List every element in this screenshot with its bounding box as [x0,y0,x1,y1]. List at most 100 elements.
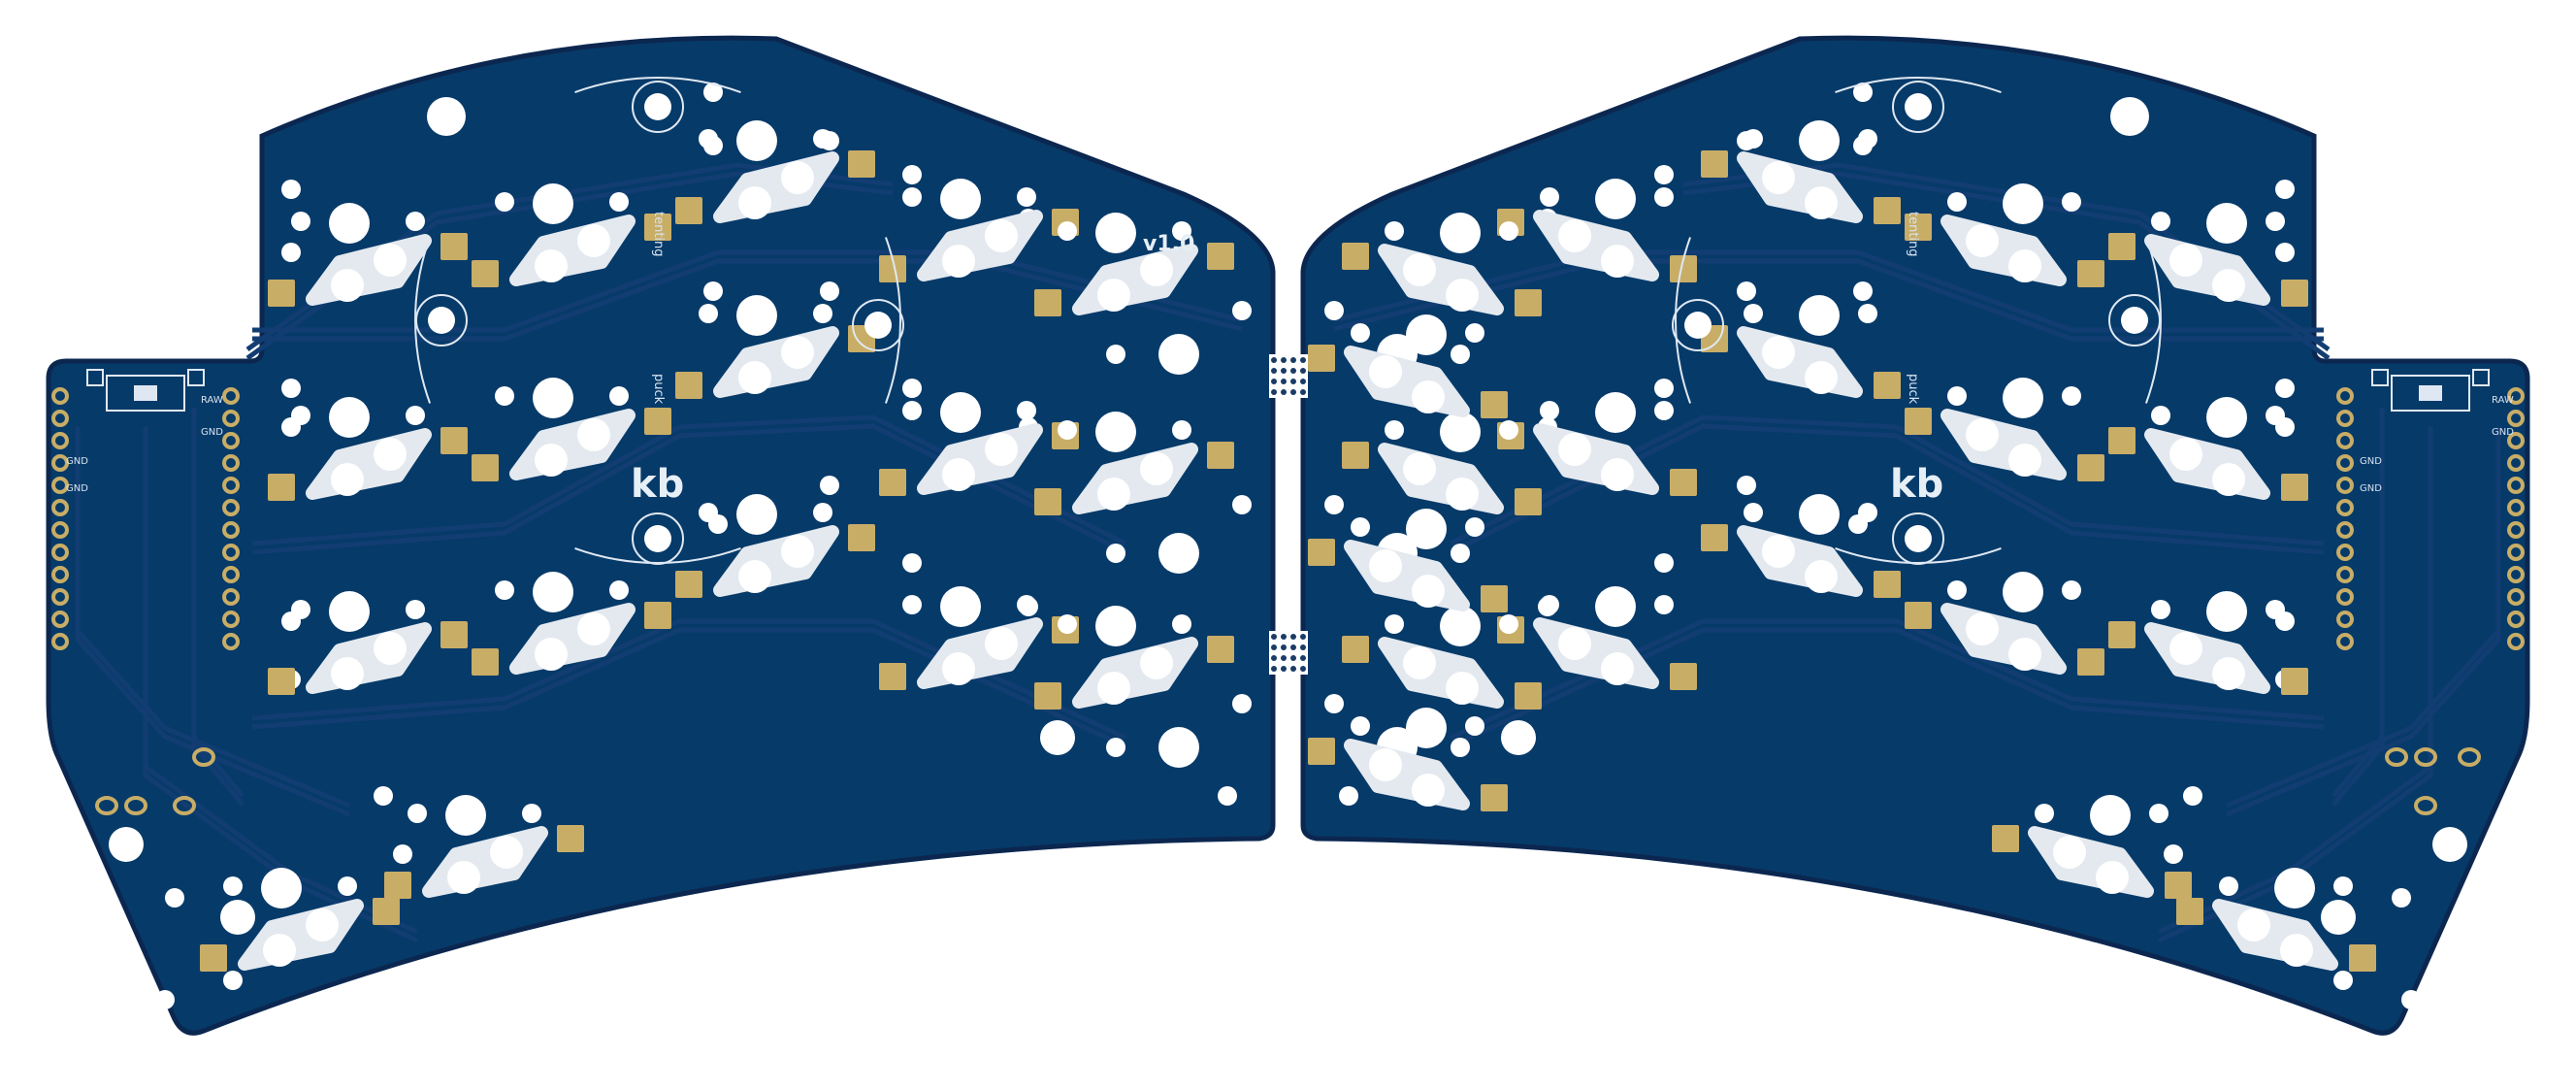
solder-pad [2281,474,2308,501]
switch-pin-hole [1465,716,1484,736]
switch-pin-hole [1172,614,1191,634]
switch-hole [374,244,407,277]
mounting-hole [165,888,184,908]
mounting-hole [2321,900,2356,935]
mousebite-hole [1271,634,1277,640]
mousebite-hole [1300,379,1306,384]
switch-pin-hole [699,503,718,522]
switch-center-hole [1406,314,1447,355]
solder-pad [1905,602,1932,629]
mounting-hole [1232,301,1252,320]
mousebite-hole [1281,368,1287,374]
breakaway-tab-bottom [1269,631,1308,675]
reset-switch-pad [2472,369,2490,386]
switch-hole [1558,627,1591,660]
breakaway-tab-top [1269,354,1308,398]
switch-pin-hole [1654,187,1674,207]
solder-pad [879,255,906,282]
header-pin [2336,588,2354,606]
solder-pad [675,197,702,224]
switch-center-hole [1406,708,1447,748]
switch-center-hole [533,378,573,418]
mounting-hole [1654,553,1674,573]
puck-arc [1675,237,1692,404]
switch-center-hole [533,572,573,612]
switch-pin-hole [1744,503,1763,522]
puck-arc [2144,237,2162,404]
mounting-hole [1158,533,1199,574]
mousebite-hole [1271,644,1277,650]
header-pin [222,454,240,472]
switch-pin-hole [2062,192,2081,212]
key-switch [1342,213,1542,316]
switch-pin-hole [2151,406,2170,425]
switch-center-hole [1095,606,1136,646]
key-switch [1034,412,1234,515]
switch-pin-hole [1540,401,1559,420]
tenting-hole [1684,312,1712,339]
switch-hole [1446,672,1479,705]
switch-hole [1966,612,1999,645]
switch-hole [1403,452,1436,485]
header-pin [222,521,240,539]
switch-pin-hole [609,192,629,212]
solder-pad [1034,488,1061,515]
solder-pad [2176,898,2203,925]
key-switch [1034,213,1234,316]
solder-pad [1905,214,1932,241]
mousebite-hole [1290,655,1296,661]
switch-center-hole [2003,183,2043,224]
mousebite-hole [1300,655,1306,661]
key-switch [1342,606,1542,710]
mounting-hole [820,476,839,495]
thumb-pad [124,796,147,815]
switch-pin-hole [1540,187,1559,207]
key-switch [2108,203,2308,307]
solder-pad [200,944,227,972]
switch-center-hole [1095,412,1136,452]
switch-pin-hole [1385,420,1404,440]
switch-center-hole [329,203,370,244]
solder-pad [1207,442,1234,469]
switch-center-hole [736,494,777,535]
header-pin [51,633,69,650]
solder-pad [384,872,411,899]
solder-pad [1874,372,1901,399]
key-switch [1905,378,2104,481]
mounting-hole [427,97,466,136]
header-pin [222,544,240,561]
mounting-hole [281,243,301,262]
switch-pin-hole [1654,401,1674,420]
switch-pin-hole [522,804,541,823]
switch-hole [306,908,339,941]
switch-pin-hole [813,503,832,522]
switch-pin-hole [1058,420,1077,440]
switch-hole [781,336,814,369]
switch-center-hole [1799,120,1840,161]
switch-pin-hole [902,187,922,207]
header-pin [2507,544,2525,561]
key-switch [1905,572,2104,676]
switch-center-hole [1440,213,1481,253]
switch-hole [1446,279,1479,312]
mousebite-hole [1281,644,1287,650]
mounting-hole [2275,180,2295,199]
switch-pin-hole [902,401,922,420]
key-switch [268,397,468,501]
switch-hole [781,161,814,194]
mounting-hole [2183,786,2202,806]
pin-gnd-b-right: GND [2360,456,2382,467]
switch-pin-hole [1654,595,1674,614]
switch-pin-hole [2266,406,2285,425]
switch-pin-hole [813,129,832,149]
puck-arc [1835,76,2002,94]
thumb-pad [95,796,118,815]
switch-pin-hole [1744,304,1763,323]
solder-pad [557,825,584,852]
header-pin [2336,544,2354,561]
switch-hole [1403,253,1436,286]
solder-pad [1701,150,1728,178]
switch-pin-hole [2266,212,2285,231]
pin-gnd-a-left: GND [201,427,223,438]
